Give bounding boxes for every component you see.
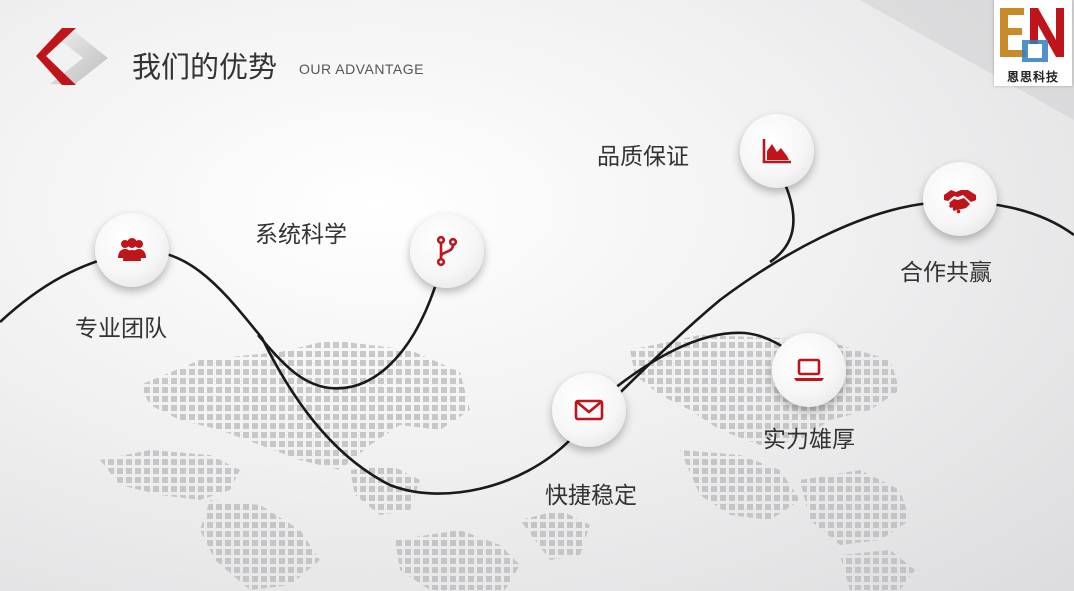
advantage-label-system: 系统科学 xyxy=(255,222,347,248)
mail-icon xyxy=(574,399,604,421)
world-map xyxy=(100,335,915,590)
advantage-label-team: 专业团队 xyxy=(75,316,167,342)
advantage-node-system xyxy=(410,214,484,288)
advantage-node-team xyxy=(95,213,169,287)
laptop-icon xyxy=(794,358,824,381)
branch-curve-3 xyxy=(769,183,795,264)
advantage-label-strength: 实力雄厚 xyxy=(763,427,855,453)
branch-curve-1 xyxy=(257,286,437,390)
advantage-node-cooperation xyxy=(923,162,997,236)
advantage-node-strength xyxy=(772,333,846,407)
team-icon xyxy=(118,238,146,261)
area-chart-icon xyxy=(762,139,791,164)
company-logo: 恩思科技 xyxy=(994,0,1072,86)
page-subtitle: OUR ADVANTAGE xyxy=(299,61,425,77)
en-logo-icon xyxy=(1000,8,1064,62)
advantage-node-fast xyxy=(552,373,626,447)
advantage-label-cooperation: 合作共赢 xyxy=(900,260,992,286)
advantage-label-quality: 品质保证 xyxy=(597,144,689,170)
branch-icon xyxy=(436,235,458,267)
page-title: 我们的优势 xyxy=(132,50,278,84)
advantage-node-quality xyxy=(740,114,814,188)
handshake-icon xyxy=(944,190,976,214)
header-chevron-icon xyxy=(36,28,108,85)
company-name: 恩思科技 xyxy=(1006,70,1059,84)
advantage-label-fast: 快捷稳定 xyxy=(545,483,637,509)
